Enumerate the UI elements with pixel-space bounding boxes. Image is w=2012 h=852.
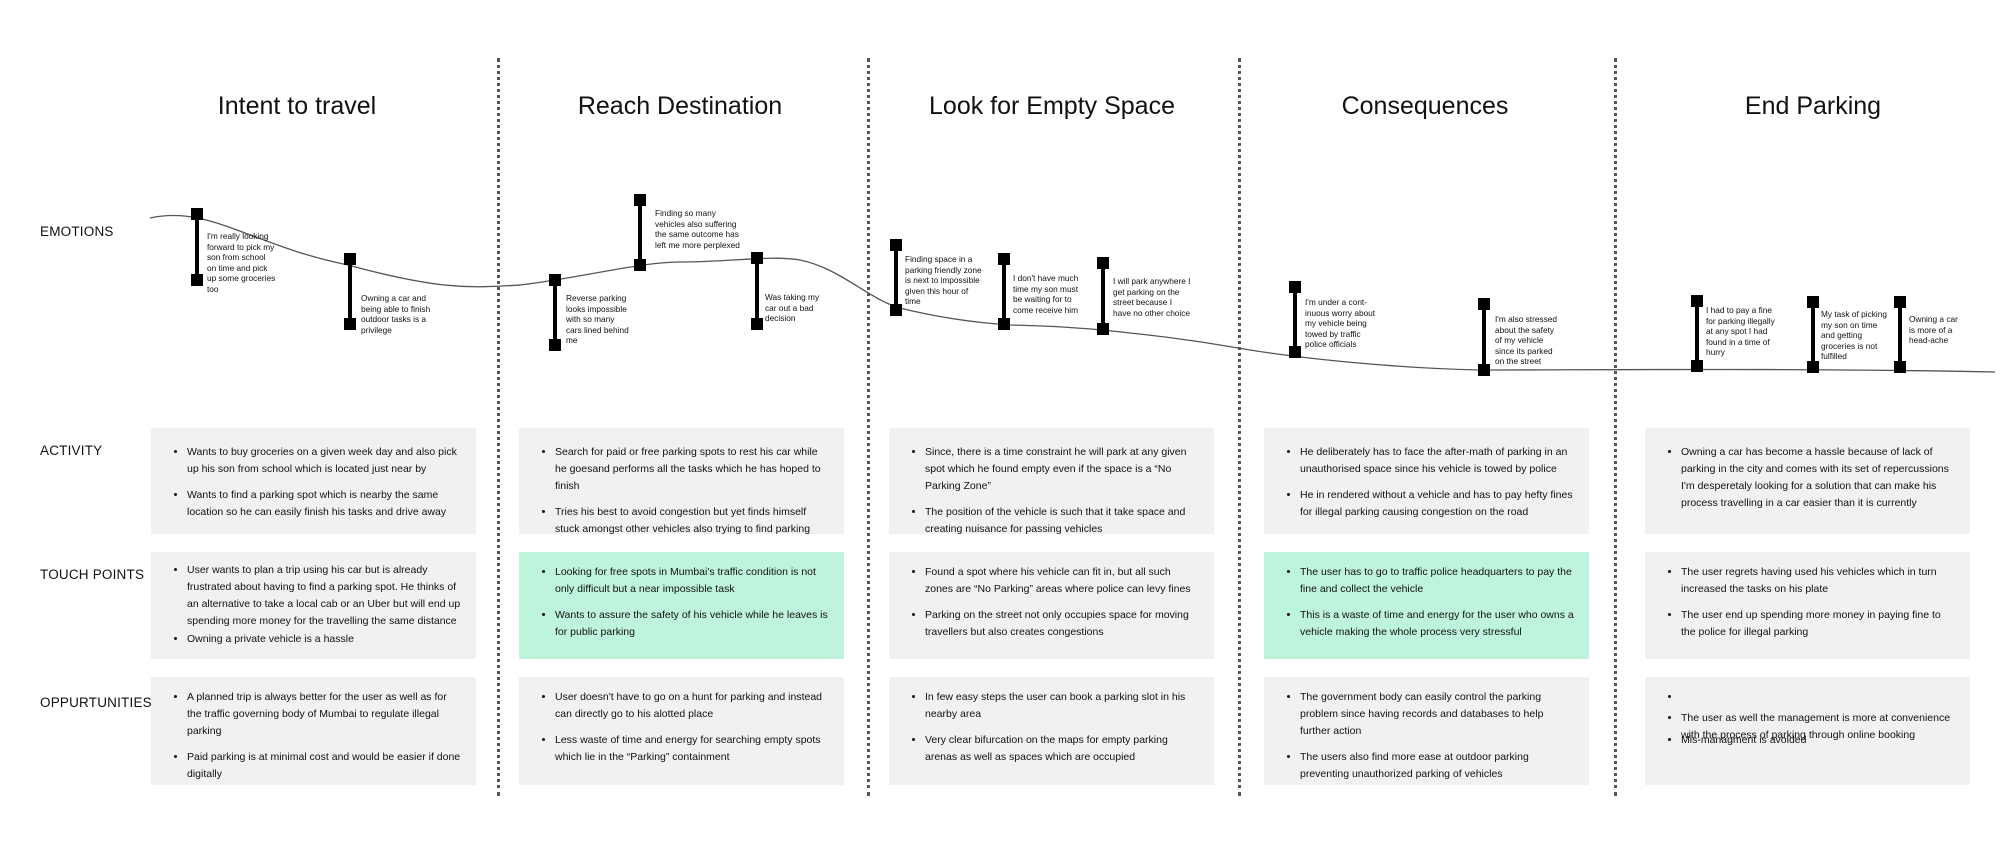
emotion-label: I'm under a cont-inuous worry about my v… [1305, 297, 1376, 349]
emotion-label: Was taking my car out a bad decision [765, 292, 820, 323]
list-item: A planned trip is always better for the … [187, 689, 462, 740]
stage-divider [497, 58, 500, 796]
stage-divider [1238, 58, 1241, 796]
row-label-touch-points: TOUCH POINTS [40, 567, 145, 582]
emotion-label: I'm also stressed about the safety of my… [1495, 314, 1557, 366]
emotion-markers [191, 194, 1906, 376]
list-item: In few easy steps the user can book a pa… [925, 689, 1200, 723]
stage-title-intent: Intent to travel [217, 92, 377, 120]
activity-card-look: Since, there is a time constraint he wil… [889, 428, 1214, 535]
list-item: Parking on the street not only occupies … [925, 607, 1200, 641]
emotion-label: My task of picking my son on time and ge… [1821, 309, 1887, 361]
list-item: User doesn't have to go on a hunt for pa… [555, 689, 830, 723]
list-item: Tries his best to avoid congestion but y… [555, 504, 830, 538]
emotion-curve-chart [149, 194, 1996, 376]
touch-points-card-intent: User wants to plan a trip using his car … [151, 552, 476, 659]
list-item: Looking for free spots in Mumbai's traff… [555, 564, 830, 598]
list-item: He deliberately has to face the after-ma… [1300, 444, 1575, 478]
stage-title-consequences: Consequences [1341, 92, 1509, 120]
list-item: The users also find more ease at outdoor… [1300, 749, 1575, 783]
list-item: Very clear bifurcation on the maps for e… [925, 732, 1200, 766]
list-item: Owning a private vehicle is a hassle [187, 631, 462, 648]
list-item: Owning a car has become a hassle because… [1681, 444, 1956, 512]
list-item: Less waste of time and energy for search… [555, 732, 830, 766]
emotion-label: Owning a car and being able to finish ou… [361, 293, 431, 335]
activity-card-consequences: He deliberately has to face the after-ma… [1264, 428, 1589, 534]
list-item: User wants to plan a trip using his car … [187, 562, 462, 630]
stage-divider [867, 58, 870, 796]
stage-title-reach: Reach Destination [577, 92, 783, 120]
emotion-label: I don't have much time my son must be wa… [1013, 273, 1079, 315]
list-item: Wants to assure the safety of his vehicl… [555, 607, 830, 641]
activity-card-reach: Search for paid or free parking spots to… [519, 428, 844, 535]
stage-divider [1614, 58, 1617, 796]
emotion-label: I had to pay a fine for parking illegall… [1706, 305, 1775, 357]
list-item: Search for paid or free parking spots to… [555, 444, 830, 495]
emotion-label: I will park anywhere I get parking on th… [1113, 276, 1191, 318]
list-item: The user regrets having used his vehicle… [1681, 564, 1956, 598]
touch-points-card-consequences: The user has to go to traffic police hea… [1264, 552, 1589, 659]
touch-points-card-reach: Looking for free spots in Mumbai's traff… [519, 552, 844, 659]
list-item: The user has to go to traffic police hea… [1300, 564, 1575, 598]
row-label-opportunities: OPPURTUNITIES [40, 695, 152, 710]
emotion-label: Reverse parking looks impossible with so… [566, 293, 629, 345]
list-item: Since, there is a time constraint he wil… [925, 444, 1200, 495]
stage-title-look: Look for Empty Space [929, 92, 1175, 120]
opportunities-card-end: The user as well the management is more … [1645, 677, 1970, 785]
row-label-emotions: EMOTIONS [40, 224, 114, 239]
row-label-activity: ACTIVITY [40, 443, 103, 458]
list-item: The user as well the management is more … [1681, 710, 1956, 744]
list-item: Wants to buy groceries on a given week d… [187, 444, 462, 478]
list-item: The position of the vehicle is such that… [925, 504, 1200, 538]
stage-title-end: End Parking [1744, 92, 1882, 120]
opportunities-card-intent: A planned trip is always better for the … [151, 677, 476, 785]
touch-points-card-look: Found a spot where his vehicle can fit i… [889, 552, 1214, 659]
emotion-label: I'm really looking forward to pick my so… [207, 231, 276, 294]
opportunities-card-consequences: The government body can easily control t… [1264, 677, 1589, 785]
list-item: The user end up spending more money in p… [1681, 607, 1956, 641]
emotion-label: Finding so many vehicles also suffering … [655, 208, 740, 250]
emotion-label: Finding space in a parking friendly zone… [905, 254, 982, 306]
list-item: He in rendered without a vehicle and has… [1300, 487, 1575, 521]
activity-card-end: Owning a car has become a hassle because… [1645, 428, 1970, 534]
list-item: This is a waste of time and energy for t… [1300, 607, 1575, 641]
emotion-curve [149, 214, 1996, 373]
list-item [1681, 689, 1956, 706]
opportunities-card-look: In few easy steps the user can book a pa… [889, 677, 1214, 785]
list-item: The government body can easily control t… [1300, 689, 1575, 740]
list-item: Wants to find a parking spot which is ne… [187, 487, 462, 521]
list-item: Found a spot where his vehicle can fit i… [925, 564, 1200, 598]
list-item: Mis-managment is avoided [1681, 732, 1956, 749]
emotion-label: Owning a car is more of a head-ache [1909, 314, 1958, 345]
activity-card-intent: Wants to buy groceries on a given week d… [151, 428, 476, 534]
touch-points-card-end: The user regrets having used his vehicle… [1645, 552, 1970, 659]
opportunities-card-reach: User doesn't have to go on a hunt for pa… [519, 677, 844, 785]
list-item: Paid parking is at minimal cost and woul… [187, 749, 462, 783]
